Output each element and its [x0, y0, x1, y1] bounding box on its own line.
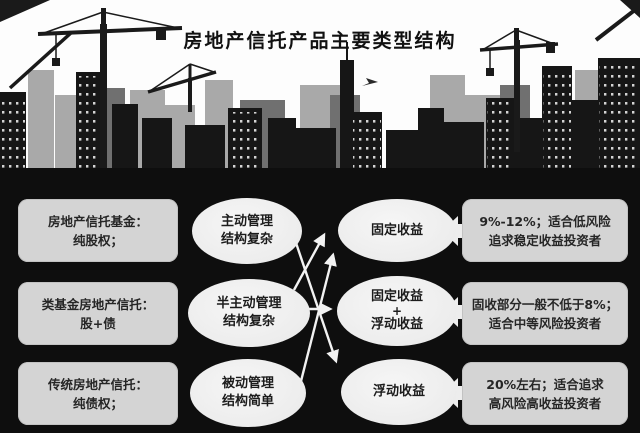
- ellipse-passive-management: 被动管理 结构简单: [190, 359, 306, 427]
- tower-crane-right-icon: [479, 0, 640, 152]
- product-box-line: 股+债: [80, 315, 116, 331]
- ellipse-fixed-income: 固定收益: [338, 199, 456, 262]
- ellipse-line: 浮动收益: [370, 317, 423, 332]
- ellipse-line: 被动管理: [221, 376, 274, 391]
- arrow-semiactive-to-fixed: [292, 232, 326, 291]
- ellipse-active-management: 主动管理 结构复杂: [192, 198, 302, 264]
- ellipse-line: 结构简单: [221, 394, 274, 409]
- product-box-line: 纯债权；: [72, 395, 123, 411]
- plus-sign: +: [391, 304, 403, 318]
- ellipse-line: 浮动收益: [372, 384, 425, 399]
- product-box-line: 房地产信托基金：: [47, 213, 148, 229]
- ellipse-semi-active-management: 半主动管理 结构复杂: [188, 279, 310, 347]
- ellipse-floating-income: 浮动收益: [341, 359, 457, 425]
- product-box-line: 纯股权；: [72, 232, 123, 248]
- return-box-high-risk: 20%左右；适合追求 高风险高收益投资者: [462, 362, 628, 425]
- small-crane-icon: [147, 63, 217, 112]
- page-title: 房地产信托产品主要类型结构: [183, 30, 457, 52]
- product-box-reit-fund: 房地产信托基金： 纯股权；: [18, 199, 178, 262]
- tower-crane-left-icon: [0, 0, 183, 170]
- ellipse-line: 结构复杂: [222, 314, 275, 329]
- ellipse-line: 主动管理: [220, 214, 273, 229]
- ellipse-line: 固定收益: [370, 289, 423, 304]
- arrow-active-to-floating: [292, 236, 339, 364]
- product-box-traditional-trust: 传统房地产信托： 纯债权；: [18, 362, 178, 425]
- return-box-line: 固收部分一般不低于8%；: [471, 296, 619, 312]
- return-box-line: 适合中等风险投资者: [488, 315, 602, 331]
- return-box-low-risk: 9%-12%；适合低风险 追求稳定收益投资者: [462, 199, 628, 262]
- ellipse-line: 固定收益: [370, 222, 423, 238]
- return-box-line: 20%左右；适合追求: [486, 376, 604, 392]
- ellipse-line: 结构复杂: [220, 232, 273, 247]
- arrow-passive-to-fixed: [297, 252, 337, 390]
- ellipse-line: 半主动管理: [216, 296, 282, 311]
- return-box-medium-risk: 固收部分一般不低于8%； 适合中等风险投资者: [462, 282, 628, 345]
- airplane-icon: [362, 78, 378, 86]
- return-box-line: 高风险高收益投资者: [488, 395, 602, 411]
- city-skyline-illustration: [0, 0, 640, 186]
- product-box-fundlike-trust: 类基金房地产信托： 股+债: [18, 282, 178, 345]
- return-box-line: 9%-12%；适合低风险: [479, 213, 611, 229]
- product-box-line: 类基金房地产信托：: [41, 296, 155, 312]
- product-box-line: 传统房地产信托：: [47, 376, 148, 392]
- return-box-line: 追求稳定收益投资者: [488, 232, 602, 248]
- ellipse-fixed-plus-floating-income: 固定收益 + 浮动收益: [337, 276, 457, 346]
